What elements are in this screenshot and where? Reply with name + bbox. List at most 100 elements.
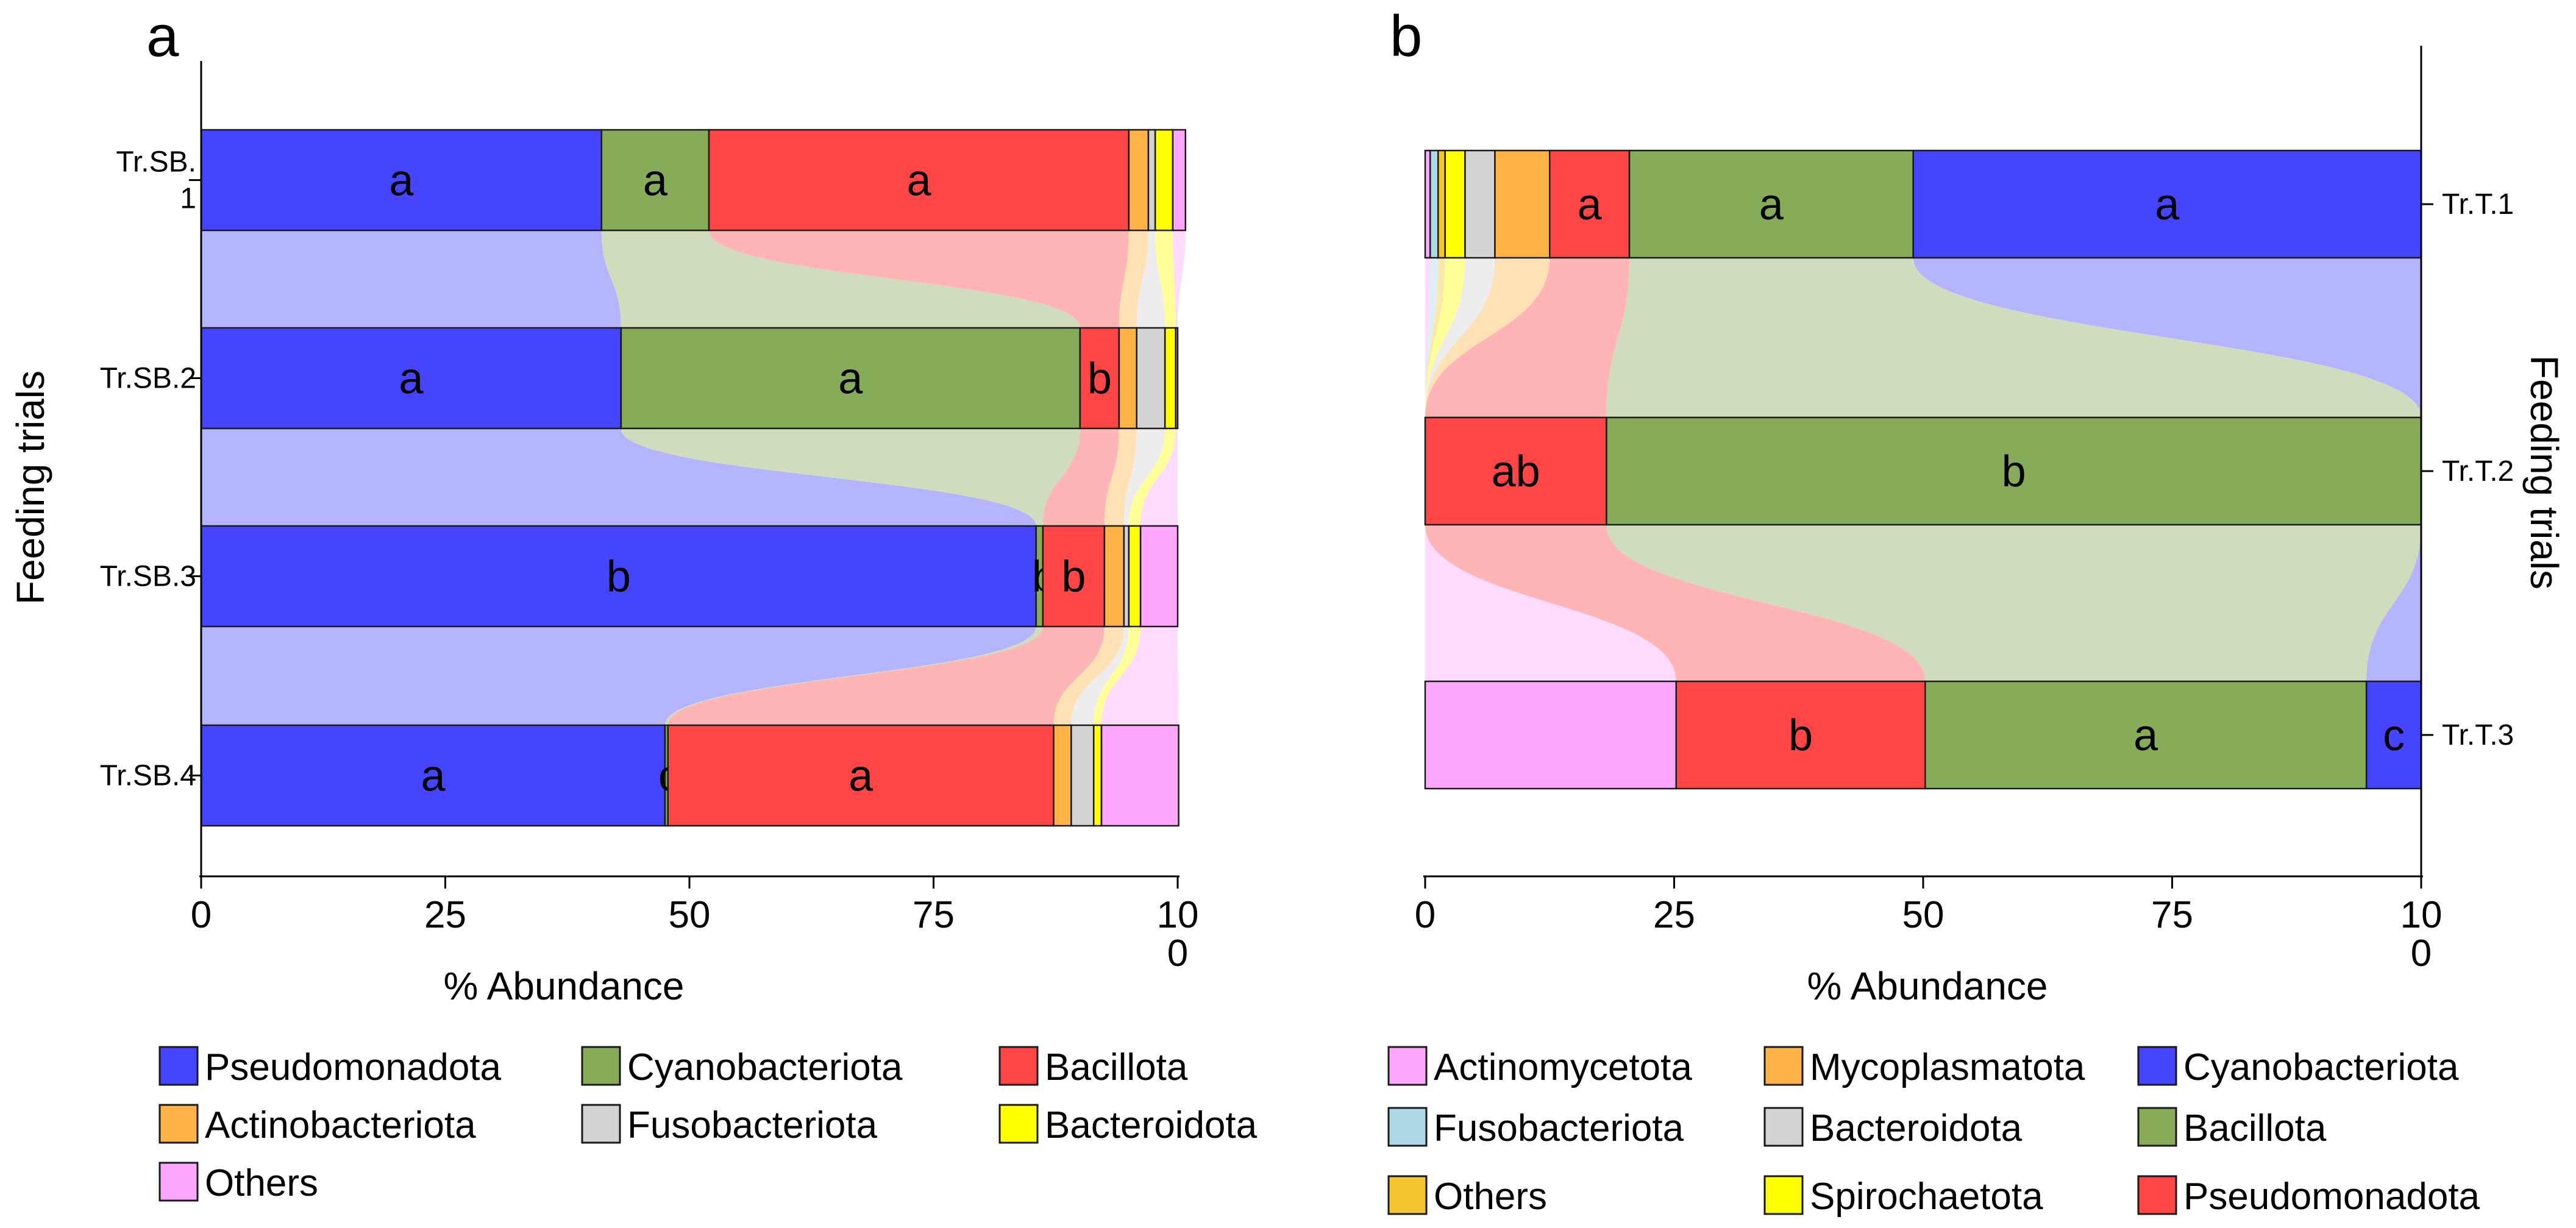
significance-letter: a	[849, 752, 873, 801]
bar-segment-bacillota	[1042, 525, 1106, 628]
bar-segment-fusobacteriota	[1429, 149, 1439, 259]
bar-segment-bacteroidota	[1128, 525, 1142, 628]
legend-label-spirochaetota: Spirochaetota	[1810, 1176, 2043, 1218]
flow-bacillota	[1606, 525, 2421, 681]
flow-fusobacteriota	[1425, 258, 1439, 417]
legend-swatch-fusobacteriota	[1387, 1107, 1428, 1147]
bar-segment-bacillota	[1606, 416, 2422, 526]
significance-letter: a	[906, 157, 931, 205]
bar-segment-pseudomonadota	[200, 724, 666, 827]
significance-letter: a	[1578, 180, 1603, 229]
legend-label-mycoplasmatota: Mycoplasmatota	[1810, 1046, 2085, 1088]
bar-segment-bacteroidota	[1164, 327, 1177, 430]
flow-others	[1140, 428, 1178, 526]
significance-letter: b	[1061, 553, 1086, 602]
panel-a-letter: a	[146, 4, 179, 69]
category-label: Tr.T.2	[2442, 455, 2514, 488]
bar-segment-pseudomonadota	[1424, 416, 1607, 526]
x-tick-label: 0	[191, 894, 212, 936]
panel-b-ylabel: Feeding trials	[2522, 355, 2566, 589]
flow-actinobacteriota	[1053, 626, 1124, 725]
flow-pseudomonadota	[201, 230, 621, 328]
flow-others	[1172, 230, 1186, 328]
panel-b-xlabel: % Abundance	[1807, 964, 2048, 1008]
bar-segment-bacillota	[667, 724, 1055, 827]
bar-segment-fusobacteriota	[1070, 724, 1095, 827]
significance-letter: b	[2002, 447, 2026, 496]
category-label: Tr.SB.3	[100, 561, 196, 593]
flow-bacteroidota	[1128, 428, 1176, 526]
bar-segment-others	[1100, 724, 1179, 827]
legend-label-bacteroidota: Bacteroidota	[1045, 1104, 1258, 1146]
significance-letter: a	[421, 752, 446, 801]
legend-swatch-bacteroidota	[998, 1104, 1039, 1144]
bar-segment-fusobacteriota	[1136, 327, 1166, 430]
bar-segment-others	[1175, 327, 1179, 430]
x-tick-label: 50	[669, 894, 711, 936]
legend-swatch-others	[1387, 1175, 1428, 1215]
significance-letter: ab	[1492, 447, 1540, 496]
bar-segment-mycoplasmatota	[1494, 149, 1551, 259]
legend-swatch-bacteroidota	[1763, 1107, 1804, 1147]
bar-segment-others	[1139, 525, 1179, 628]
category-label: Tr.T.1	[2442, 188, 2514, 221]
legend-label-others: Others	[205, 1162, 318, 1204]
flow-pseudomonadota	[201, 428, 1036, 526]
legend-swatch-actinobacteriota	[158, 1104, 199, 1144]
bar-segment-actinobacteriota	[1128, 129, 1150, 232]
panel-a-xlabel: % Abundance	[444, 964, 685, 1008]
bar-segment-actinobacteriota	[1118, 327, 1137, 430]
flow-fusobacteriota	[1071, 626, 1129, 725]
significance-letter: a	[399, 355, 424, 403]
legend-label-fusobacteriota: Fusobacteriota	[627, 1104, 878, 1146]
category-label: Tr.SB.1	[116, 146, 196, 215]
panel-b-letter: b	[1390, 4, 1422, 69]
flow-bacillota	[667, 626, 1105, 725]
flow-actinomycetota	[1425, 258, 1431, 417]
bar-segment-bacteroidota	[1092, 724, 1103, 827]
x-tick-label: 0	[1415, 894, 1436, 936]
significance-letter: a	[389, 157, 414, 205]
category-label: Tr.T.3	[2442, 719, 2514, 751]
flow-others	[1101, 626, 1179, 725]
significance-letter: c	[2383, 711, 2405, 760]
bar-segment-others	[1172, 129, 1187, 232]
legend-swatch-actinomycetota	[1387, 1046, 1428, 1086]
bar-segment-bacillota	[1924, 680, 2368, 790]
legend-swatch-spirochaetota	[1763, 1175, 1804, 1215]
legend-swatch-mycoplasmatota	[1763, 1046, 1804, 1086]
bar-segment-actinomycetota	[1424, 680, 1678, 790]
bar-segment-pseudomonadota	[1675, 680, 1926, 790]
significance-letter: a	[2155, 180, 2180, 229]
legend-label-others: Others	[1434, 1176, 1547, 1218]
legend-swatch-pseudomonadota	[158, 1046, 199, 1086]
x-tick-label: 50	[1902, 894, 1944, 936]
panel-a: a aaaaabbbbaca 0255075100Tr.SB.1Tr.SB.2T…	[9, 4, 1258, 1204]
significance-letter: b	[607, 553, 631, 602]
flow-actinobacteriota	[1104, 428, 1137, 526]
flow-fusobacteriota	[1136, 230, 1165, 328]
flow-others	[1425, 258, 1445, 417]
flow-bacteroidota	[1094, 626, 1141, 725]
flow-bacillota	[709, 230, 1129, 328]
bar-segment-bacteroidota	[1464, 149, 1496, 259]
bar-segment-cyanobacteriota	[600, 129, 710, 232]
legend-label-actinobacteriota: Actinobacteriota	[205, 1104, 476, 1146]
flow-bacteroidota	[1425, 258, 1495, 417]
bar-segment-cyanobacteriota	[1912, 149, 2422, 259]
legend-label-bacteroidota: Bacteroidota	[1810, 1107, 2023, 1149]
x-tick-label: 75	[2151, 894, 2193, 936]
flow-pseudomonadota	[201, 626, 1036, 725]
bar-segment-bacteroidota	[1154, 129, 1174, 232]
flow-bacillota	[1606, 258, 2421, 417]
flow-actinobacteriota	[1119, 230, 1148, 328]
flow-fusobacteriota	[1123, 428, 1165, 526]
legend-swatch-bacillota	[998, 1046, 1039, 1086]
significance-letter: a	[643, 157, 668, 205]
x-tick-label: 25	[1653, 894, 1695, 936]
legend-label-cyanobacteriota: Cyanobacteriota	[2183, 1046, 2459, 1088]
flow-cyanobacteriota	[664, 626, 1043, 725]
